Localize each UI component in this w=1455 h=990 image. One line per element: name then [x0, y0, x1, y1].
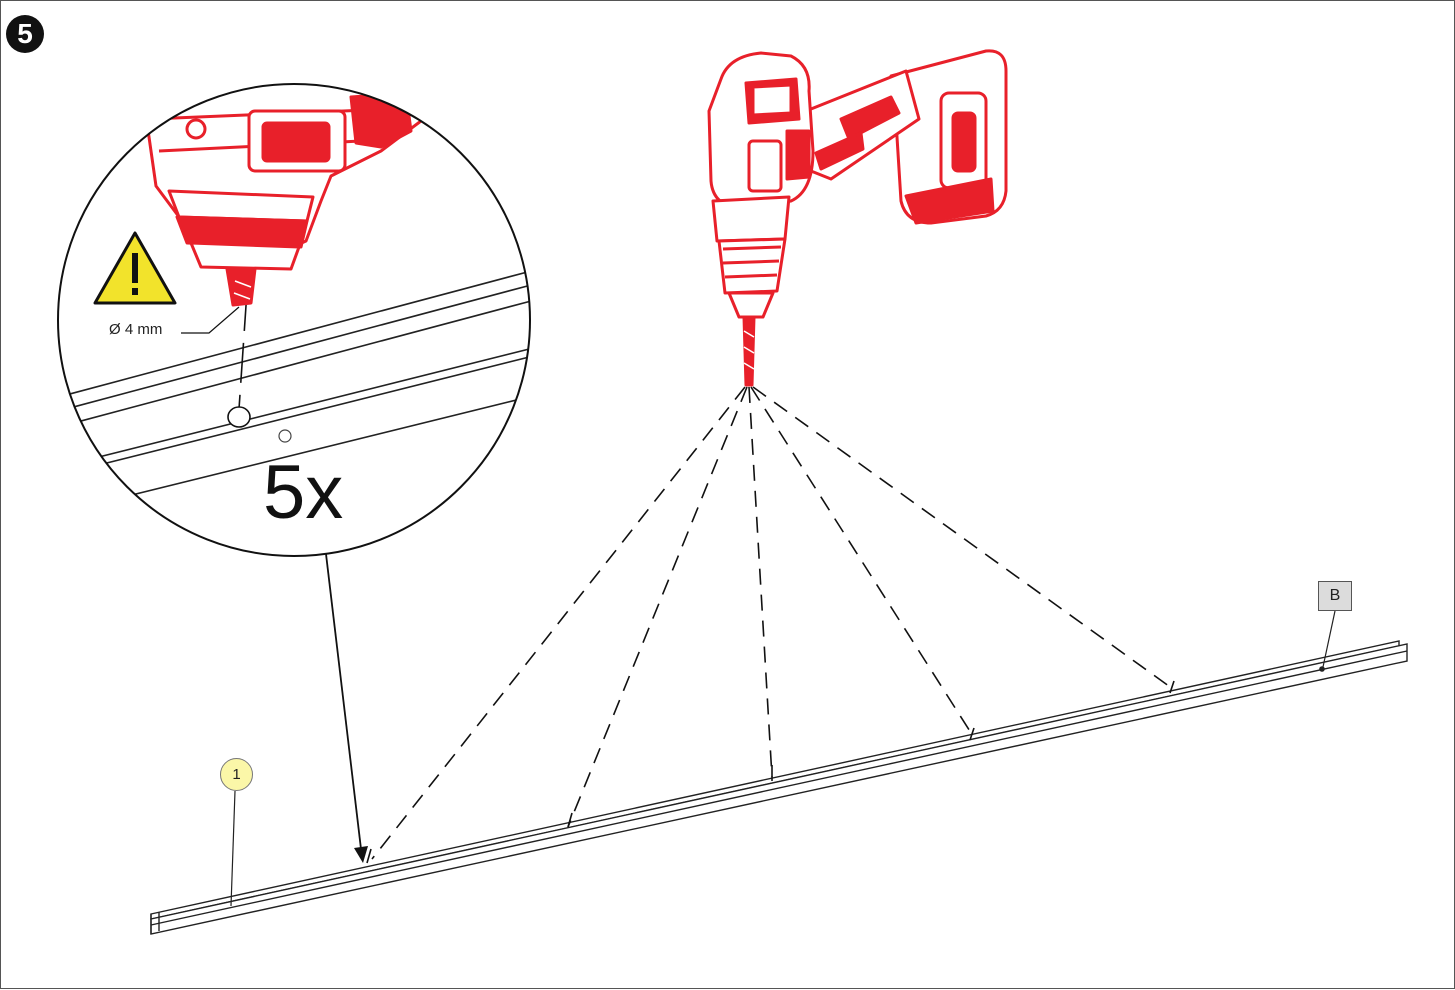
detail-arrow — [325, 553, 368, 863]
drill-guide-lines — [371, 386, 1174, 860]
warning-icon — [93, 231, 177, 305]
part-leaders — [230, 610, 1336, 907]
cordless-drill-icon — [707, 49, 1008, 387]
hole-count-label: 5x — [263, 450, 344, 535]
hole-marker — [969, 727, 975, 741]
detail-zoom-circle — [57, 83, 531, 557]
hole-markers — [366, 680, 1175, 864]
part-label-rail: 1 — [220, 758, 253, 791]
step-number-badge: 5 — [6, 15, 44, 53]
hole-marker — [366, 848, 372, 864]
hole-marker — [1169, 680, 1175, 694]
part-label-hardware: B — [1318, 581, 1352, 611]
rail-profile — [150, 640, 1408, 935]
drill-bit-size-label: Ø 4 mm — [109, 321, 163, 338]
